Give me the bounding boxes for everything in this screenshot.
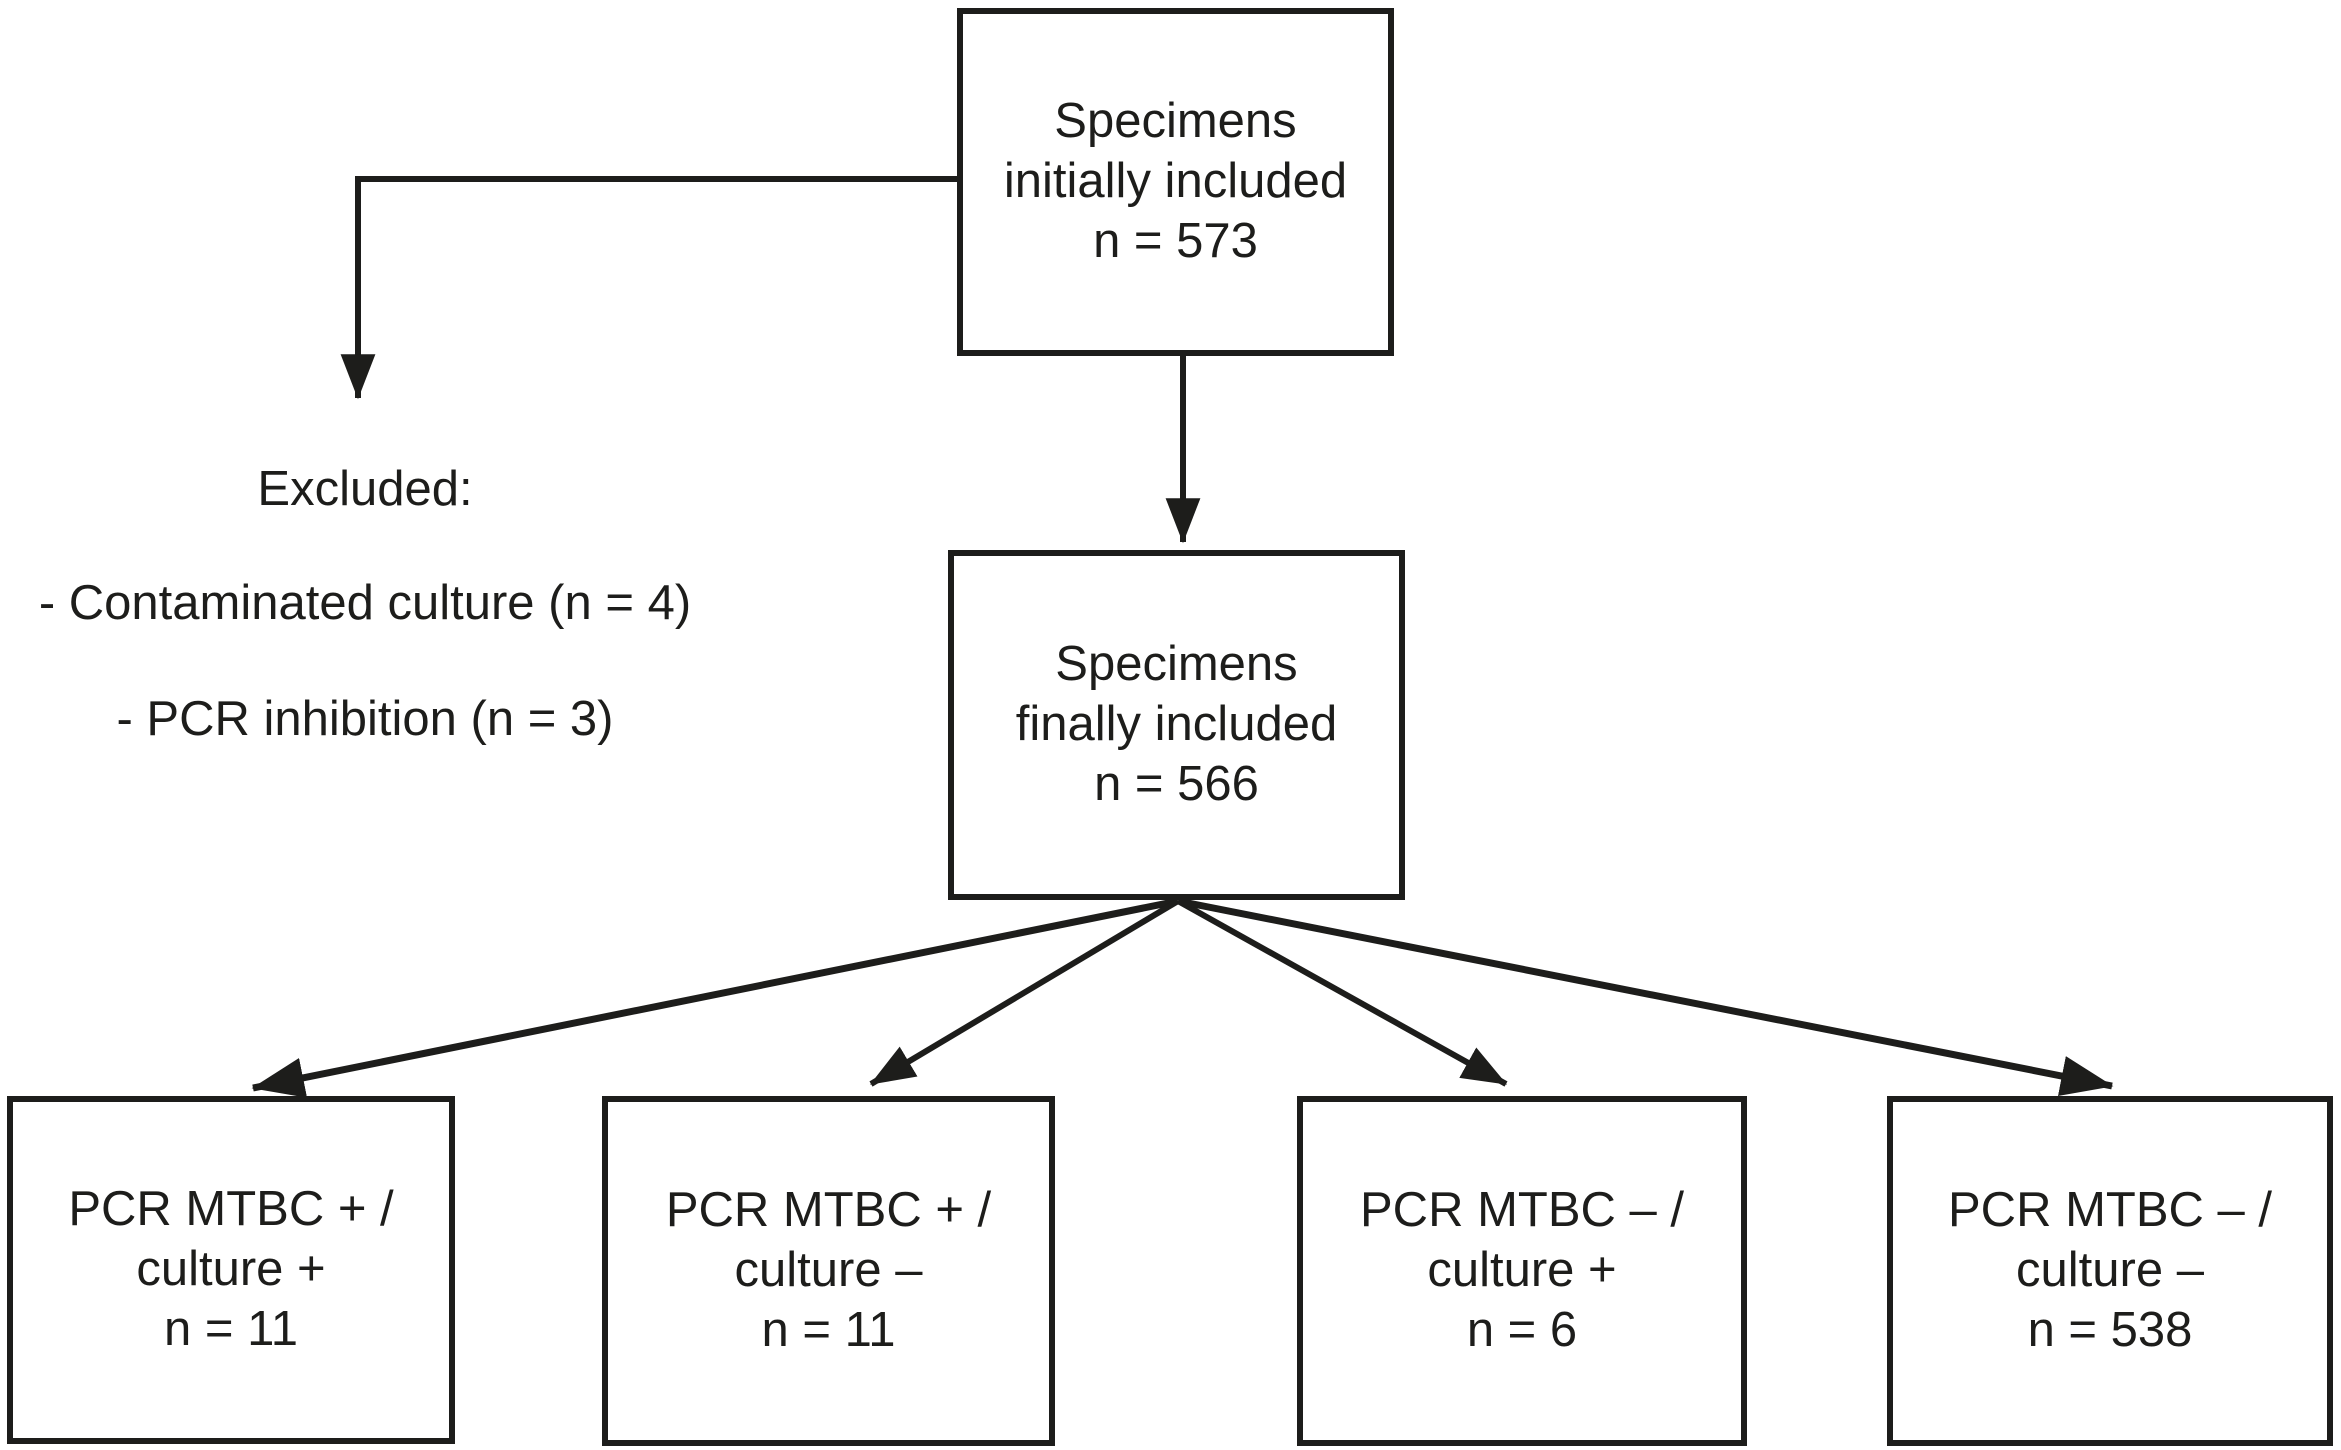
arrow-final-to-outcome-2 <box>869 898 1180 1087</box>
outcome-box-pcr-neg-culture-neg: PCR MTBC – / culture – n = 538 <box>1887 1096 2333 1446</box>
excluded-annotation: Excluded: - Contaminated culture (n = 4)… <box>35 460 695 749</box>
initial-specimens-box: Specimens initially included n = 573 <box>957 8 1394 356</box>
arrow-final-to-outcome-4 <box>1177 897 2114 1096</box>
arrow-final-to-outcome-3 <box>1176 898 1508 1087</box>
final-specimens-box: Specimens finally included n = 566 <box>948 550 1405 900</box>
outcome-box-pcr-pos-culture-neg: PCR MTBC + / culture – n = 11 <box>602 1096 1055 1446</box>
outcome-box-pcr-pos-culture-pos: PCR MTBC + / culture + n = 11 <box>7 1096 455 1444</box>
arrow-excluded <box>340 176 957 400</box>
excluded-item-pcr-inhibition: - PCR inhibition (n = 3) <box>116 691 614 746</box>
outcome-box-pcr-neg-culture-pos: PCR MTBC – / culture + n = 6 <box>1297 1096 1747 1446</box>
arrow-final-to-outcome-1 <box>251 897 1179 1098</box>
excluded-item-contaminated-culture: - Contaminated culture (n = 4) <box>38 575 692 630</box>
excluded-title: Excluded: <box>257 462 473 516</box>
